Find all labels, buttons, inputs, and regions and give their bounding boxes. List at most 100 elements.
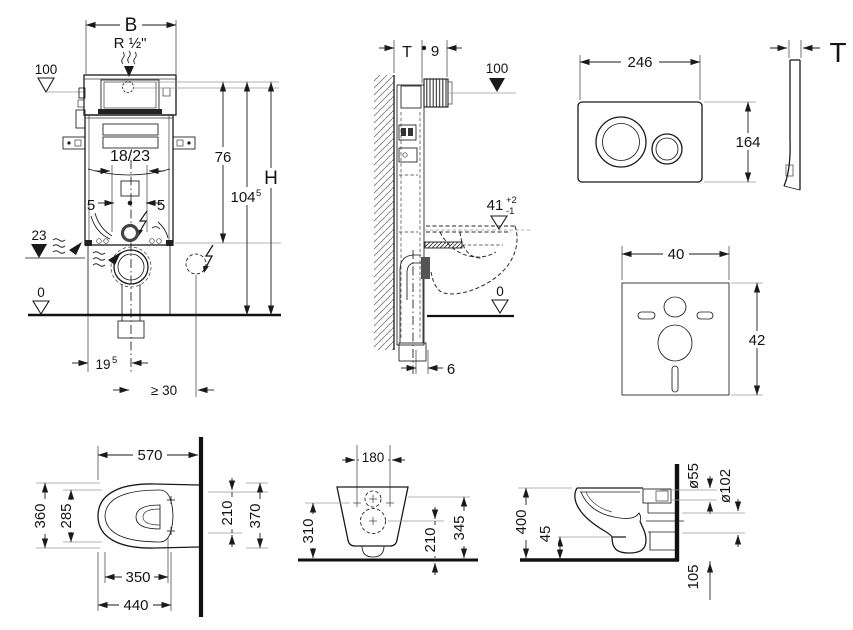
dim-height-104: 104 [230,189,255,206]
wall-bracket-right [172,136,196,150]
dim-gap-45: 45 [537,526,554,543]
dim-level-100: 100 [35,62,58,77]
flush-button-large [595,116,647,168]
dim-dia-55: ø55 [685,463,702,489]
dim-width-210: 210 [219,500,236,525]
actuator-opening-lower [102,136,159,149]
bowl-support-curve [87,168,171,176]
dim-electrical-distance: ≥ 30 [151,383,177,398]
seat-fixing-bar [424,241,463,249]
drain-coupling-side [398,342,427,362]
frame-front-view: B R ½" 100 [25,12,281,398]
floor-marker-open-side [491,299,509,315]
supply-arrow-icon [124,66,134,77]
plate-body [577,101,703,183]
water-supply-icon [121,50,137,65]
water-connection-icon [52,238,82,255]
dim-wc-depth: 570 [137,447,162,464]
wc-profile [574,487,684,554]
dim-height-310: 310 [300,518,317,543]
dim-level-0: 0 [37,285,45,300]
wc-dashed-outline [426,225,518,295]
wc-front-view: 180 310 210 345 [298,445,478,575]
mat-slot-bottom [671,365,679,393]
dim-height-400: 400 [513,509,530,534]
dim-hole-distance: 180 [362,450,385,465]
mat-slot-left [637,311,656,320]
frame-body [84,114,174,246]
actuator-opening-upper [102,123,159,136]
wall-hatch [374,75,394,350]
mat-hole-outlet [657,324,693,362]
electrical-bolt-icon-2 [204,244,214,270]
wc-side-view: 400 45 ø55 ø102 105 [513,463,745,600]
frame-profile [396,84,425,346]
dim-adjust-left: 5 [87,197,95,214]
mat-body [621,282,730,396]
dim-height-210: 210 [422,527,439,552]
dim-height-76: 76 [215,149,232,166]
inspection-opening [122,81,134,93]
water-connection-icon-2 [92,251,121,267]
dim-plate-height: 164 [735,134,760,151]
outlet-connector [421,257,430,279]
insulation-mat: 40 42 [621,245,774,396]
dim-offset-9: 9 [431,43,439,60]
dim-drain-offset: 18/23 [110,148,150,165]
drain-bend [113,249,149,285]
dim-seat-height: 41 [487,197,504,214]
mat-hole-top [663,296,687,318]
dim-offset-105: 105 [685,564,702,589]
dim-length-350: 350 [125,569,150,586]
dim-height-345: 345 [451,515,468,540]
dim-level-100-side: 100 [486,61,509,76]
dim-height-104-sup: 5 [256,188,261,199]
cistern-seal [98,109,162,114]
actuator-plate-side: T [770,37,847,191]
dim-seat-height-minus: -1 [506,206,514,217]
dim-seat-height-plus: +2 [506,195,517,206]
dim-length-440: 440 [123,597,148,614]
fixing-cross-markers-top [167,496,175,535]
mat-slot-right [696,311,714,320]
actuator-plate-front: 246 164 [577,52,766,183]
dim-plate-thickness: T [829,37,846,68]
dim-mat-height: 42 [749,332,766,349]
dim-width-370: 370 [247,503,264,528]
electrical-bolt-icon [138,210,148,234]
dim-level-0-side: 0 [496,284,504,299]
fixing-cross-markers-front [353,495,394,525]
wc-top-view: 570 360 285 350 440 [32,437,269,617]
dim-height-total: H [264,168,278,189]
flush-cap-outline [135,504,161,530]
level-marker-open [37,77,55,94]
dim-adjust-right: 5 [157,197,165,214]
level-marker-filled [31,244,47,258]
dim-seat-width: 285 [58,503,75,528]
flush-hole-front [364,490,382,508]
dim-mat-width: 40 [668,246,685,263]
drain-stub-front [361,545,385,558]
supply-connection-box [423,78,449,108]
flush-button-small [651,133,683,165]
drain-coupling [117,320,145,339]
dim-frame-width: B [125,15,138,36]
frame-side-view: T 9 100 41 +2 -1 0 [374,40,532,378]
dim-level-23: 23 [31,228,46,243]
wall-bracket-left [62,136,86,150]
dim-wall-thickness: T [402,44,412,61]
seat-outline-top [104,489,174,543]
supply-elbow [90,212,113,240]
dim-wc-width: 360 [32,503,49,528]
dim-plate-width: 246 [627,54,652,71]
level-marker-filled-side [489,78,505,92]
bowl-outline-top [97,483,200,549]
dim-pipe-offset: 6 [447,361,455,378]
dim-supply-thread: R ½" [114,35,147,52]
bowl-outline-front [336,486,409,547]
dim-drain-distance: 19 [95,357,110,372]
floor-marker-open [32,300,50,316]
electrical-box [185,253,207,275]
